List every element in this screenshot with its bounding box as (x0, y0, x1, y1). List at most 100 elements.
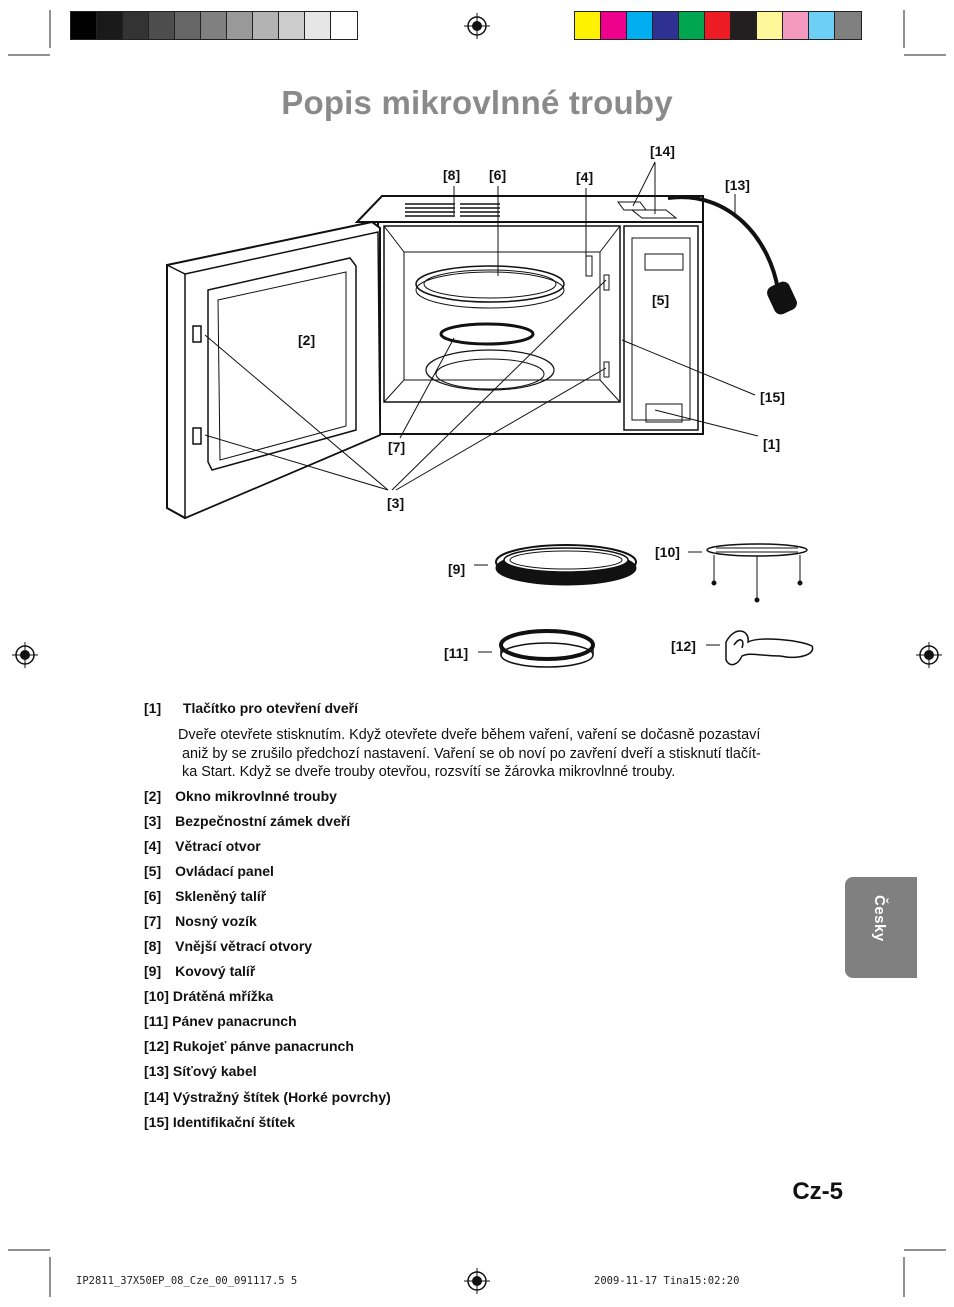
calibration-swatch (705, 12, 731, 39)
footer-timestamp: 2009-11-17 Tina15:02:20 (594, 1275, 740, 1287)
callout-6: [6] (489, 167, 507, 183)
legend-label: Kovový talíř (175, 963, 256, 979)
language-tab: Česky (845, 877, 917, 978)
legend-label: Síťový kabel (172, 1063, 257, 1079)
legend-item: [13]Síťový kabel (144, 1063, 257, 1079)
legend-item-1-description: Dveře otevřete stisknutím. Když otevřete… (178, 726, 848, 782)
legend-label: Vnější větrací otvory (175, 938, 313, 954)
legend-item: [12]Rukojeť pánve panacrunch (144, 1038, 354, 1054)
callout-4: [4] (576, 169, 594, 185)
calibration-swatch (227, 12, 253, 39)
callout-2: [2] (298, 332, 316, 348)
legend-item-1: [1] Tlačítko pro otevření dveří (144, 700, 358, 716)
legend-number: [2] (144, 788, 162, 804)
callout-3: [3] (387, 495, 405, 511)
calibration-swatch (679, 12, 705, 39)
legend-number: [5] (144, 863, 162, 879)
calibration-swatch (575, 12, 601, 39)
legend-item: [14]Výstražný štítek (Horké povrchy) (144, 1089, 391, 1105)
calibration-swatch (757, 12, 783, 39)
legend-item: [4] Větrací otvor (144, 838, 261, 854)
callout-11: [11] (444, 645, 469, 661)
legend-number: [10] (144, 988, 169, 1004)
callout-8: [8] (443, 167, 461, 183)
callout-7: [7] (388, 439, 406, 455)
callout-15: [15] (760, 389, 785, 405)
description-line: aniž by se zrušilo předchozí nastavení. … (182, 745, 761, 762)
legend-item: [5] Ovládací panel (144, 863, 274, 879)
registration-target-top (464, 13, 490, 39)
legend-number: [12] (144, 1038, 169, 1054)
legend-number: [7] (144, 913, 162, 929)
legend-label: Větrací otvor (175, 838, 261, 854)
calibration-swatch (809, 12, 835, 39)
callout-10: [10] (655, 544, 680, 560)
legend-label: Drátěná mřížka (172, 988, 274, 1004)
legend-label: Nosný vozík (175, 913, 257, 929)
callout-12: [12] (671, 638, 696, 654)
legend-label: Tlačítko pro otevření dveří (182, 700, 358, 716)
registration-target-left (12, 642, 38, 668)
registration-target-bottom (464, 1268, 490, 1294)
legend-item: [7] Nosný vozík (144, 913, 257, 929)
calibration-swatch (253, 12, 279, 39)
legend-number: [8] (144, 938, 162, 954)
legend-label: Identifikační štítek (172, 1114, 296, 1130)
page-number: Cz-5 (792, 1178, 843, 1205)
calibration-swatch (601, 12, 627, 39)
calibration-swatch (653, 12, 679, 39)
legend-item: [3] Bezpečnostní zámek dveří (144, 813, 350, 829)
legend-number: [14] (144, 1089, 169, 1105)
legend-label: Rukojeť pánve panacrunch (172, 1038, 354, 1054)
description-line: Dveře otevřete stisknutím. Když otevřete… (178, 727, 761, 743)
legend-number: [1] (144, 700, 162, 716)
legend-label: Okno mikrovlnné trouby (175, 788, 337, 804)
legend-item: [10]Drátěná mřížka (144, 988, 273, 1004)
callout-5: [5] (652, 292, 670, 308)
legend-item: [11]Pánev panacrunch (144, 1013, 297, 1029)
calibration-swatch (279, 12, 305, 39)
legend-label: Pánev panacrunch (172, 1013, 297, 1029)
calibration-swatch (201, 12, 227, 39)
calibration-swatch (175, 12, 201, 39)
legend-item: [8] Vnější větrací otvory (144, 938, 312, 954)
legend-number: [11] (144, 1013, 169, 1029)
callout-1: [1] (763, 436, 781, 452)
footer-file-info: IP2811_37X50EP_08_Cze_00_091117.5 5 (76, 1275, 298, 1287)
legend-label: Ovládací panel (175, 863, 274, 879)
legend-item: [9] Kovový talíř (144, 963, 255, 979)
legend-number: [9] (144, 963, 162, 979)
page-title: Popis mikrovlnné trouby (281, 84, 673, 121)
legend-item: [15]Identifikační štítek (144, 1114, 295, 1130)
callout-14: [14] (650, 143, 675, 159)
legend-number: [13] (144, 1063, 169, 1079)
language-tab-label: Česky (871, 895, 888, 942)
microwave-diagram (166, 161, 814, 668)
registration-target-right (916, 642, 942, 668)
legend-number: [4] (144, 838, 162, 854)
calibration-swatch (149, 12, 175, 39)
legend-number: [6] (144, 888, 162, 904)
legend-item: [6] Skleněný talíř (144, 888, 266, 904)
calibration-swatch (305, 12, 331, 39)
calibration-swatch (783, 12, 809, 39)
calibration-swatch (627, 12, 653, 39)
calibration-swatch (123, 12, 149, 39)
calibration-swatch (97, 12, 123, 39)
legend-label: Výstražný štítek (Horké povrchy) (172, 1089, 391, 1105)
calibration-swatch (835, 12, 861, 39)
calibration-swatch (71, 12, 97, 39)
legend-label: Bezpečnostní zámek dveří (175, 813, 351, 829)
grayscale-calibration-bar (70, 11, 358, 40)
legend-item: [2] Okno mikrovlnné trouby (144, 788, 337, 804)
legend-number: [3] (144, 813, 162, 829)
calibration-swatch (731, 12, 757, 39)
calibration-swatch (331, 12, 357, 39)
callout-13: [13] (725, 177, 750, 193)
description-line: ka Start. Když se dveře trouby otevřou, … (182, 764, 676, 780)
callout-9: [9] (448, 561, 466, 577)
legend-label: Skleněný talíř (175, 888, 267, 904)
color-calibration-bar (574, 11, 862, 40)
legend-number: [15] (144, 1114, 169, 1130)
